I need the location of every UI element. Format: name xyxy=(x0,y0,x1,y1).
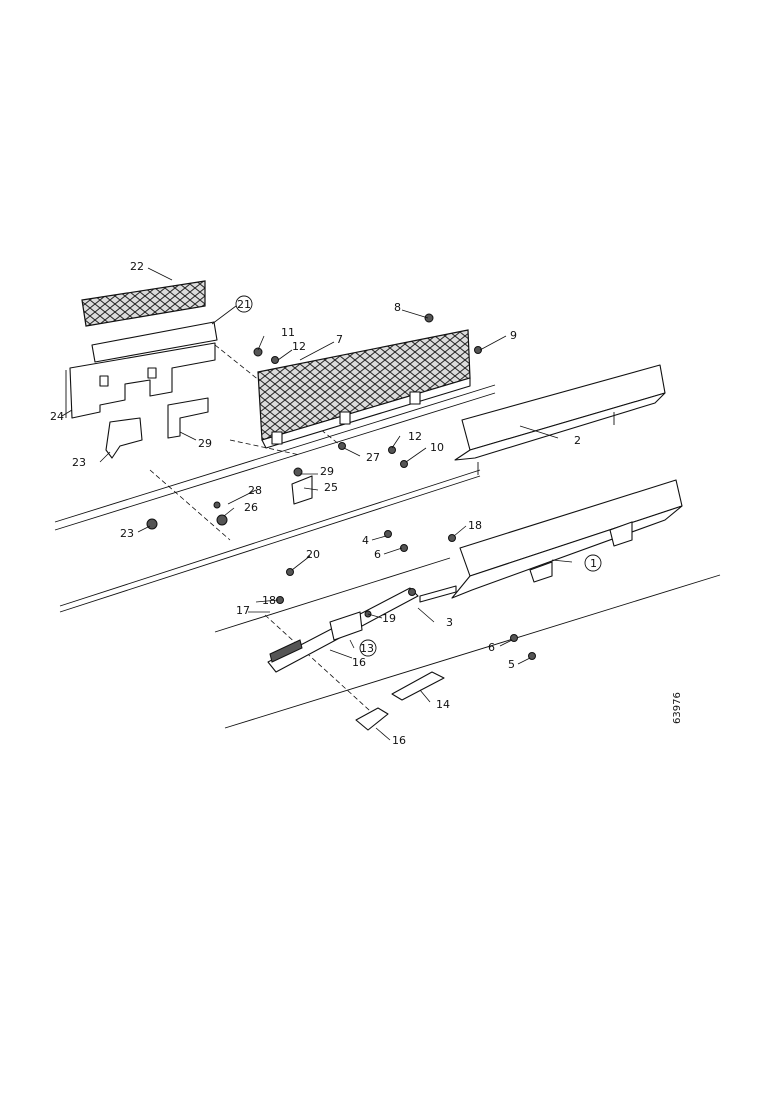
label-21: 21 xyxy=(237,298,251,311)
label-7: 7 xyxy=(336,333,343,346)
part-22-grille-insert xyxy=(81,280,206,327)
part-2-upper-trim xyxy=(454,364,666,475)
callout-labels: 22 21 24 23 29 8 9 7 11 12 2 27 12 10 29… xyxy=(50,260,602,747)
label-26: 26 xyxy=(244,501,258,514)
label-2: 2 xyxy=(574,434,581,447)
label-18b: 18 xyxy=(262,594,276,607)
label-19: 19 xyxy=(382,612,396,625)
body-outline-lines xyxy=(54,344,721,729)
part-15-bracket xyxy=(355,707,389,731)
part-23-clip xyxy=(105,417,143,459)
leader-lines xyxy=(61,267,573,741)
part-17-rail xyxy=(267,587,419,673)
label-24: 24 xyxy=(50,410,64,423)
label-1: 1 xyxy=(590,557,597,570)
label-18a: 18 xyxy=(468,519,482,532)
label-17: 17 xyxy=(236,604,250,617)
label-10: 10 xyxy=(430,441,444,454)
label-25: 25 xyxy=(324,481,338,494)
label-29b: 29 xyxy=(320,465,334,478)
label-22: 22 xyxy=(130,260,144,273)
label-3: 3 xyxy=(446,616,453,629)
label-16b: 16 xyxy=(392,734,406,747)
part-14-bracket xyxy=(391,671,445,701)
part-7-main-grille xyxy=(257,329,471,449)
label-28: 28 xyxy=(248,484,262,497)
reference-code-text: 63976 xyxy=(672,692,683,724)
label-16a: 16 xyxy=(352,656,366,669)
label-4: 4 xyxy=(362,534,369,547)
label-12b: 12 xyxy=(408,430,422,443)
label-13: 13 xyxy=(360,642,374,655)
label-5: 5 xyxy=(508,658,515,671)
part-24-bracket-frame xyxy=(65,321,218,419)
label-6b: 6 xyxy=(488,641,495,654)
label-11: 11 xyxy=(281,326,295,339)
part-29-clip xyxy=(167,397,209,439)
label-23a: 23 xyxy=(72,456,86,469)
label-14: 14 xyxy=(436,698,450,711)
label-20: 20 xyxy=(306,548,320,561)
label-23b: 23 xyxy=(120,527,134,540)
reference-code: 63976 xyxy=(672,692,683,724)
part-1-lower-moulding xyxy=(451,479,683,599)
label-27: 27 xyxy=(366,451,380,464)
label-6a: 6 xyxy=(374,548,381,561)
label-29a: 29 xyxy=(198,437,212,450)
label-8: 8 xyxy=(394,301,401,314)
label-12a: 12 xyxy=(292,340,306,353)
label-9: 9 xyxy=(510,329,517,342)
